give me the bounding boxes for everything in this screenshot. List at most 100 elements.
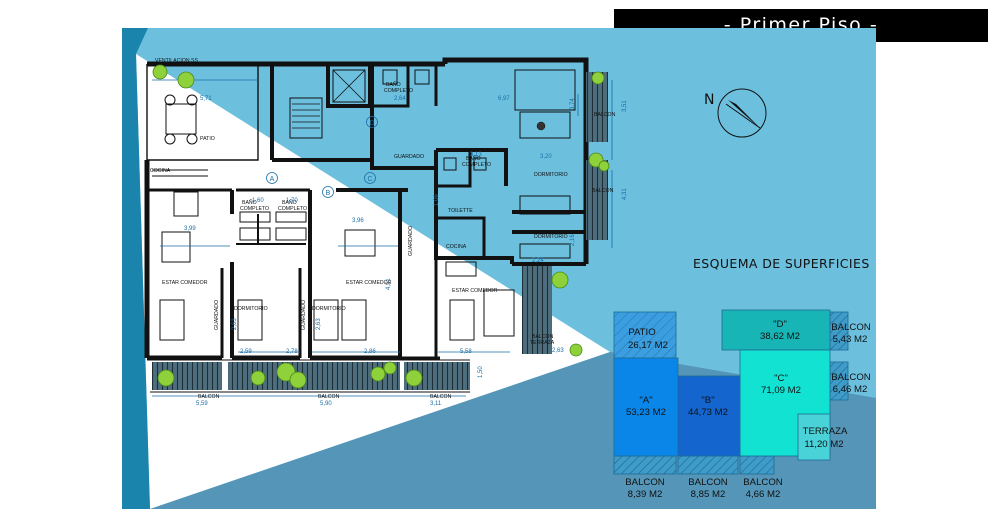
area-block-a bbox=[613, 357, 679, 457]
plan-drawing bbox=[144, 57, 613, 397]
dim-311: 3,11 bbox=[430, 401, 442, 407]
dim-374: 3,74 bbox=[570, 98, 576, 110]
area-value-c: 71,09 M2 bbox=[761, 385, 801, 396]
plan-label-balcon-bottom-2: BALCON bbox=[318, 394, 340, 400]
area-block-balcon-c-bottom bbox=[739, 455, 775, 475]
area-value-b: 44,73 M2 bbox=[688, 407, 728, 418]
plants bbox=[152, 64, 610, 389]
plan-label-guardado-1: GUARDADO bbox=[394, 154, 424, 160]
dim-160: 1,60 bbox=[252, 198, 264, 204]
dim-559: 5,59 bbox=[196, 401, 208, 407]
area-value-a: 53,23 M2 bbox=[626, 407, 666, 418]
unit-markers: A B C D bbox=[266, 116, 378, 198]
area-name-d: "D" bbox=[773, 319, 787, 330]
unit-mark-a: A bbox=[270, 176, 275, 183]
plan-label-bano-3b: COMPLETO bbox=[384, 88, 413, 94]
plan-label-toilette: TOILETTE bbox=[448, 208, 473, 214]
plan-label-dorm-2: DORMITORIO bbox=[312, 306, 346, 312]
area-name-balcon-d: BALCON bbox=[831, 322, 871, 333]
plan-label-bano-1b: COMPLETO bbox=[240, 206, 269, 212]
dim-396: 3,96 bbox=[352, 218, 364, 224]
area-name-b: "B" bbox=[701, 395, 714, 406]
dim-259: 2,59 bbox=[240, 349, 252, 355]
compass-label: N bbox=[704, 92, 714, 108]
area-block-balcon-a bbox=[613, 455, 677, 475]
plan-label-guardado-3: GUARDADO bbox=[301, 300, 307, 330]
dim-320: 3,20 bbox=[540, 154, 552, 160]
area-name-balcon-c-bottom: BALCON bbox=[743, 477, 783, 488]
area-block-b bbox=[677, 375, 741, 457]
plan-label-estar-2: ESTAR COMEDOR bbox=[346, 280, 392, 286]
dim-263a: 2,63 bbox=[232, 318, 238, 330]
dim-313: 3,13 bbox=[470, 152, 482, 158]
white-wedge bbox=[136, 54, 610, 509]
dim-278: 2,78 bbox=[286, 349, 298, 355]
area-name-balcon-b: BALCON bbox=[688, 477, 728, 488]
plan-label-dorm-4: DORMITORIO bbox=[534, 234, 568, 240]
dim-150: 1,50 bbox=[478, 366, 484, 378]
plan-label-bano-2b: COMPLETO bbox=[278, 206, 307, 212]
compass: N bbox=[704, 88, 767, 138]
plan-label-balcon-right-2: BALCON bbox=[592, 188, 614, 194]
dim-170: 1,70 bbox=[286, 198, 298, 204]
dim-263c: 2,63 bbox=[552, 348, 564, 354]
dim-286: 2,86 bbox=[364, 349, 376, 355]
area-name-c: "C" bbox=[774, 373, 788, 384]
schema-title: ESQUEMA DE SUPERFICIES bbox=[693, 256, 870, 271]
dim-106: 1,06 bbox=[434, 194, 440, 206]
dim-697: 6,97 bbox=[498, 96, 510, 102]
dim-216: 2,16 bbox=[570, 234, 576, 246]
balcony-deck-right-mid bbox=[586, 160, 608, 240]
dim-264: 2,64 bbox=[394, 96, 406, 102]
plan-label-guardado-4: GUARDADO bbox=[408, 226, 414, 256]
plan-label-patio: PATIO bbox=[200, 136, 215, 142]
area-name-patio: PATIO bbox=[628, 327, 655, 338]
area-value-d: 38,62 M2 bbox=[760, 331, 800, 342]
plan-label-bano-2: BAÑO bbox=[282, 199, 297, 206]
dim-558: 5,58 bbox=[460, 349, 472, 355]
unit-mark-c: C bbox=[367, 176, 372, 183]
plan-label-bano-1: BAÑO bbox=[242, 199, 257, 206]
plan-label-dorm-3: DORMITORIO bbox=[534, 172, 568, 178]
unit-mark-d: D bbox=[369, 120, 374, 127]
plan-label-cocina: COCINA bbox=[150, 168, 171, 174]
unit-mark-b: B bbox=[326, 190, 331, 197]
area-value-balcon-c-bottom: 4,66 M2 bbox=[746, 489, 781, 500]
plan-label-bano-3: BAÑO bbox=[386, 81, 401, 88]
dim-571: 5,71 bbox=[200, 96, 212, 102]
plan-label-bano-4: BAÑO bbox=[466, 155, 481, 162]
dim-224: 2,24 bbox=[532, 258, 544, 264]
plan-label-ventilacion: VENTILACION SS bbox=[155, 58, 198, 64]
area-block-terraza bbox=[797, 413, 831, 461]
plan-label-estar-3: ESTAR COMEDOR bbox=[452, 288, 498, 294]
plan-label-balcon-right-1: BALCON bbox=[594, 112, 616, 118]
plan-label-guardado-2: GUARDADO bbox=[214, 300, 220, 330]
plan-label-estar-1: ESTAR COMEDOR bbox=[162, 280, 208, 286]
dim-451: 4,51 bbox=[386, 278, 392, 290]
dim-431: 4,31 bbox=[622, 188, 628, 200]
area-name-balcon-a: BALCON bbox=[625, 477, 665, 488]
plan-label-balcon-bottom-1: BALCON bbox=[198, 394, 220, 400]
dim-351: 3,51 bbox=[622, 100, 628, 112]
plan-label-dorm-1: DORMITORIO bbox=[234, 306, 268, 312]
edge-triangle bbox=[122, 28, 150, 509]
area-value-balcon-b: 8,85 M2 bbox=[691, 489, 726, 500]
area-value-balcon-c: 6,46 M2 bbox=[833, 384, 868, 395]
area-block-d bbox=[721, 309, 831, 351]
plan-label-balcon-terraza-1: BALCON bbox=[532, 334, 554, 340]
plan-label-balcon-terraza-2: TERRAZA bbox=[530, 340, 555, 346]
area-block-balcon-b bbox=[677, 455, 739, 475]
area-name-terraza: TERRAZA bbox=[803, 426, 848, 437]
plan-label-bano-4b: COMPLETO bbox=[462, 162, 491, 168]
area-value-terraza: 11,20 M2 bbox=[804, 439, 843, 450]
balcony-deck-right-top bbox=[586, 72, 608, 142]
dim-399: 3,99 bbox=[184, 226, 196, 232]
area-name-balcon-c: BALCON bbox=[831, 372, 871, 383]
balcony-deck-terraza bbox=[522, 266, 552, 354]
plan-label-cocina-c: COCINA bbox=[446, 244, 467, 250]
plan-label-balcon-bottom-3: BALCON bbox=[430, 394, 452, 400]
area-value-patio: 26,17 M2 bbox=[628, 340, 668, 351]
dim-590: 5,90 bbox=[320, 401, 332, 407]
area-block-patio bbox=[613, 311, 677, 359]
